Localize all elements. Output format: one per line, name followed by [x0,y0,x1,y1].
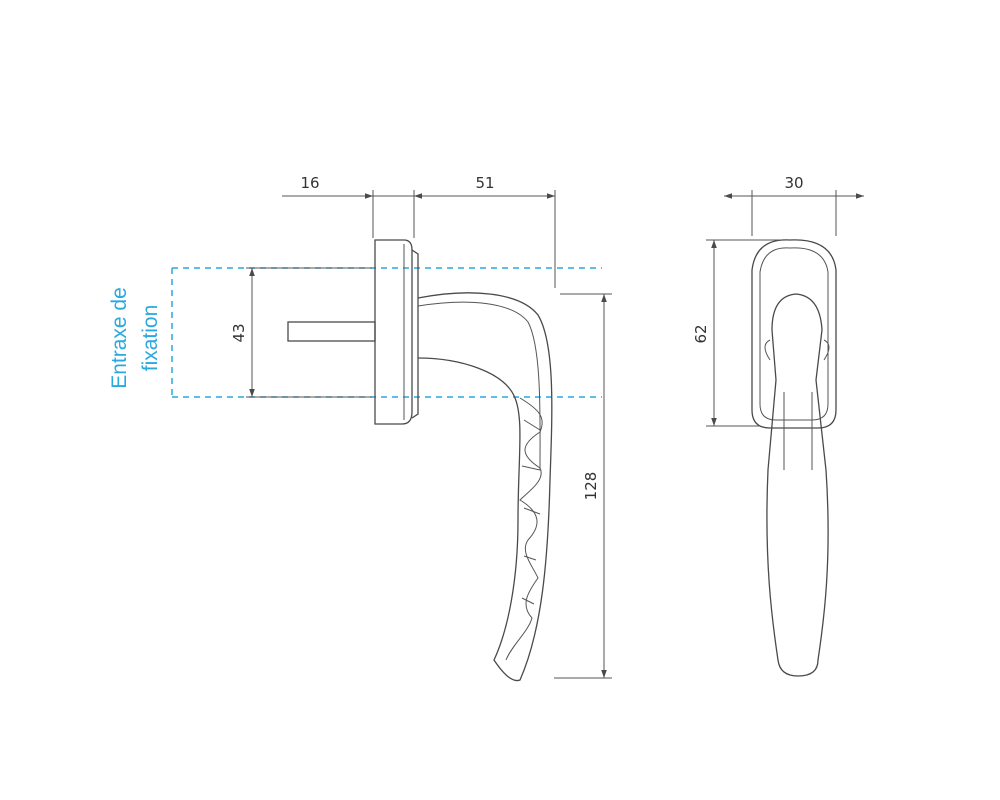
dim-rosette-height: 62 [692,239,780,427]
fixing-centres-note: Entraxe de fixation [108,287,162,389]
rosette-front [751,239,837,429]
fixing-centres-box [171,267,602,398]
note-line-2: fixation [139,305,162,372]
dim-rosette-width: 30 [724,174,864,236]
rosette-side [374,239,413,425]
dim-lever-length: 128 [554,293,612,679]
lever-side [417,292,553,682]
dim-lever-projection: 51 [414,174,556,288]
dim-rosette-depth: 16 [282,174,415,238]
dim-fixing-centres: 43 [230,267,372,398]
label-16: 16 [300,174,319,192]
label-128: 128 [582,472,600,501]
side-view [287,239,553,682]
spindle [287,321,376,342]
label-30: 30 [784,174,803,192]
note-line-1: Entraxe de [108,287,131,389]
label-62: 62 [692,324,710,343]
label-43: 43 [230,323,248,342]
lever-front [766,293,829,677]
label-51: 51 [475,174,494,192]
front-view [751,239,837,677]
